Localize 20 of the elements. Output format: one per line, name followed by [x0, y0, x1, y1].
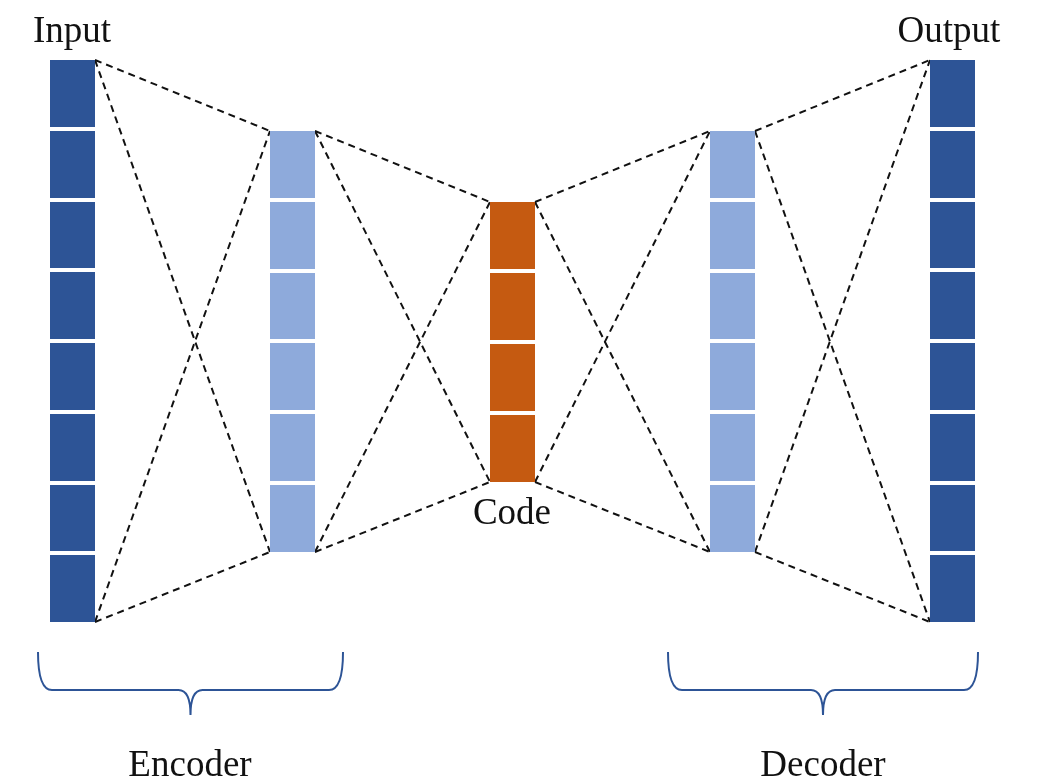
connection-line: [314, 201, 491, 553]
connection-line: [94, 59, 271, 553]
connection-line: [94, 551, 271, 623]
connection-line: [754, 551, 931, 623]
layer-bar: [270, 131, 315, 552]
connection-line: [534, 481, 711, 553]
section-label: Decoder: [760, 742, 886, 784]
section-label: Encoder: [128, 742, 252, 784]
layer-bar: [710, 131, 755, 552]
connection-line: [314, 130, 491, 203]
layer-label: Input: [32, 8, 112, 51]
connection-line: [534, 130, 711, 203]
layer-label: Code: [472, 490, 552, 533]
connection-line: [314, 130, 491, 483]
connection-line: [534, 201, 711, 553]
layer-label: Output: [897, 8, 1001, 51]
connection-line: [754, 59, 931, 132]
connection-line: [534, 130, 711, 483]
connection-line: [94, 59, 271, 132]
connection-line: [314, 481, 491, 553]
